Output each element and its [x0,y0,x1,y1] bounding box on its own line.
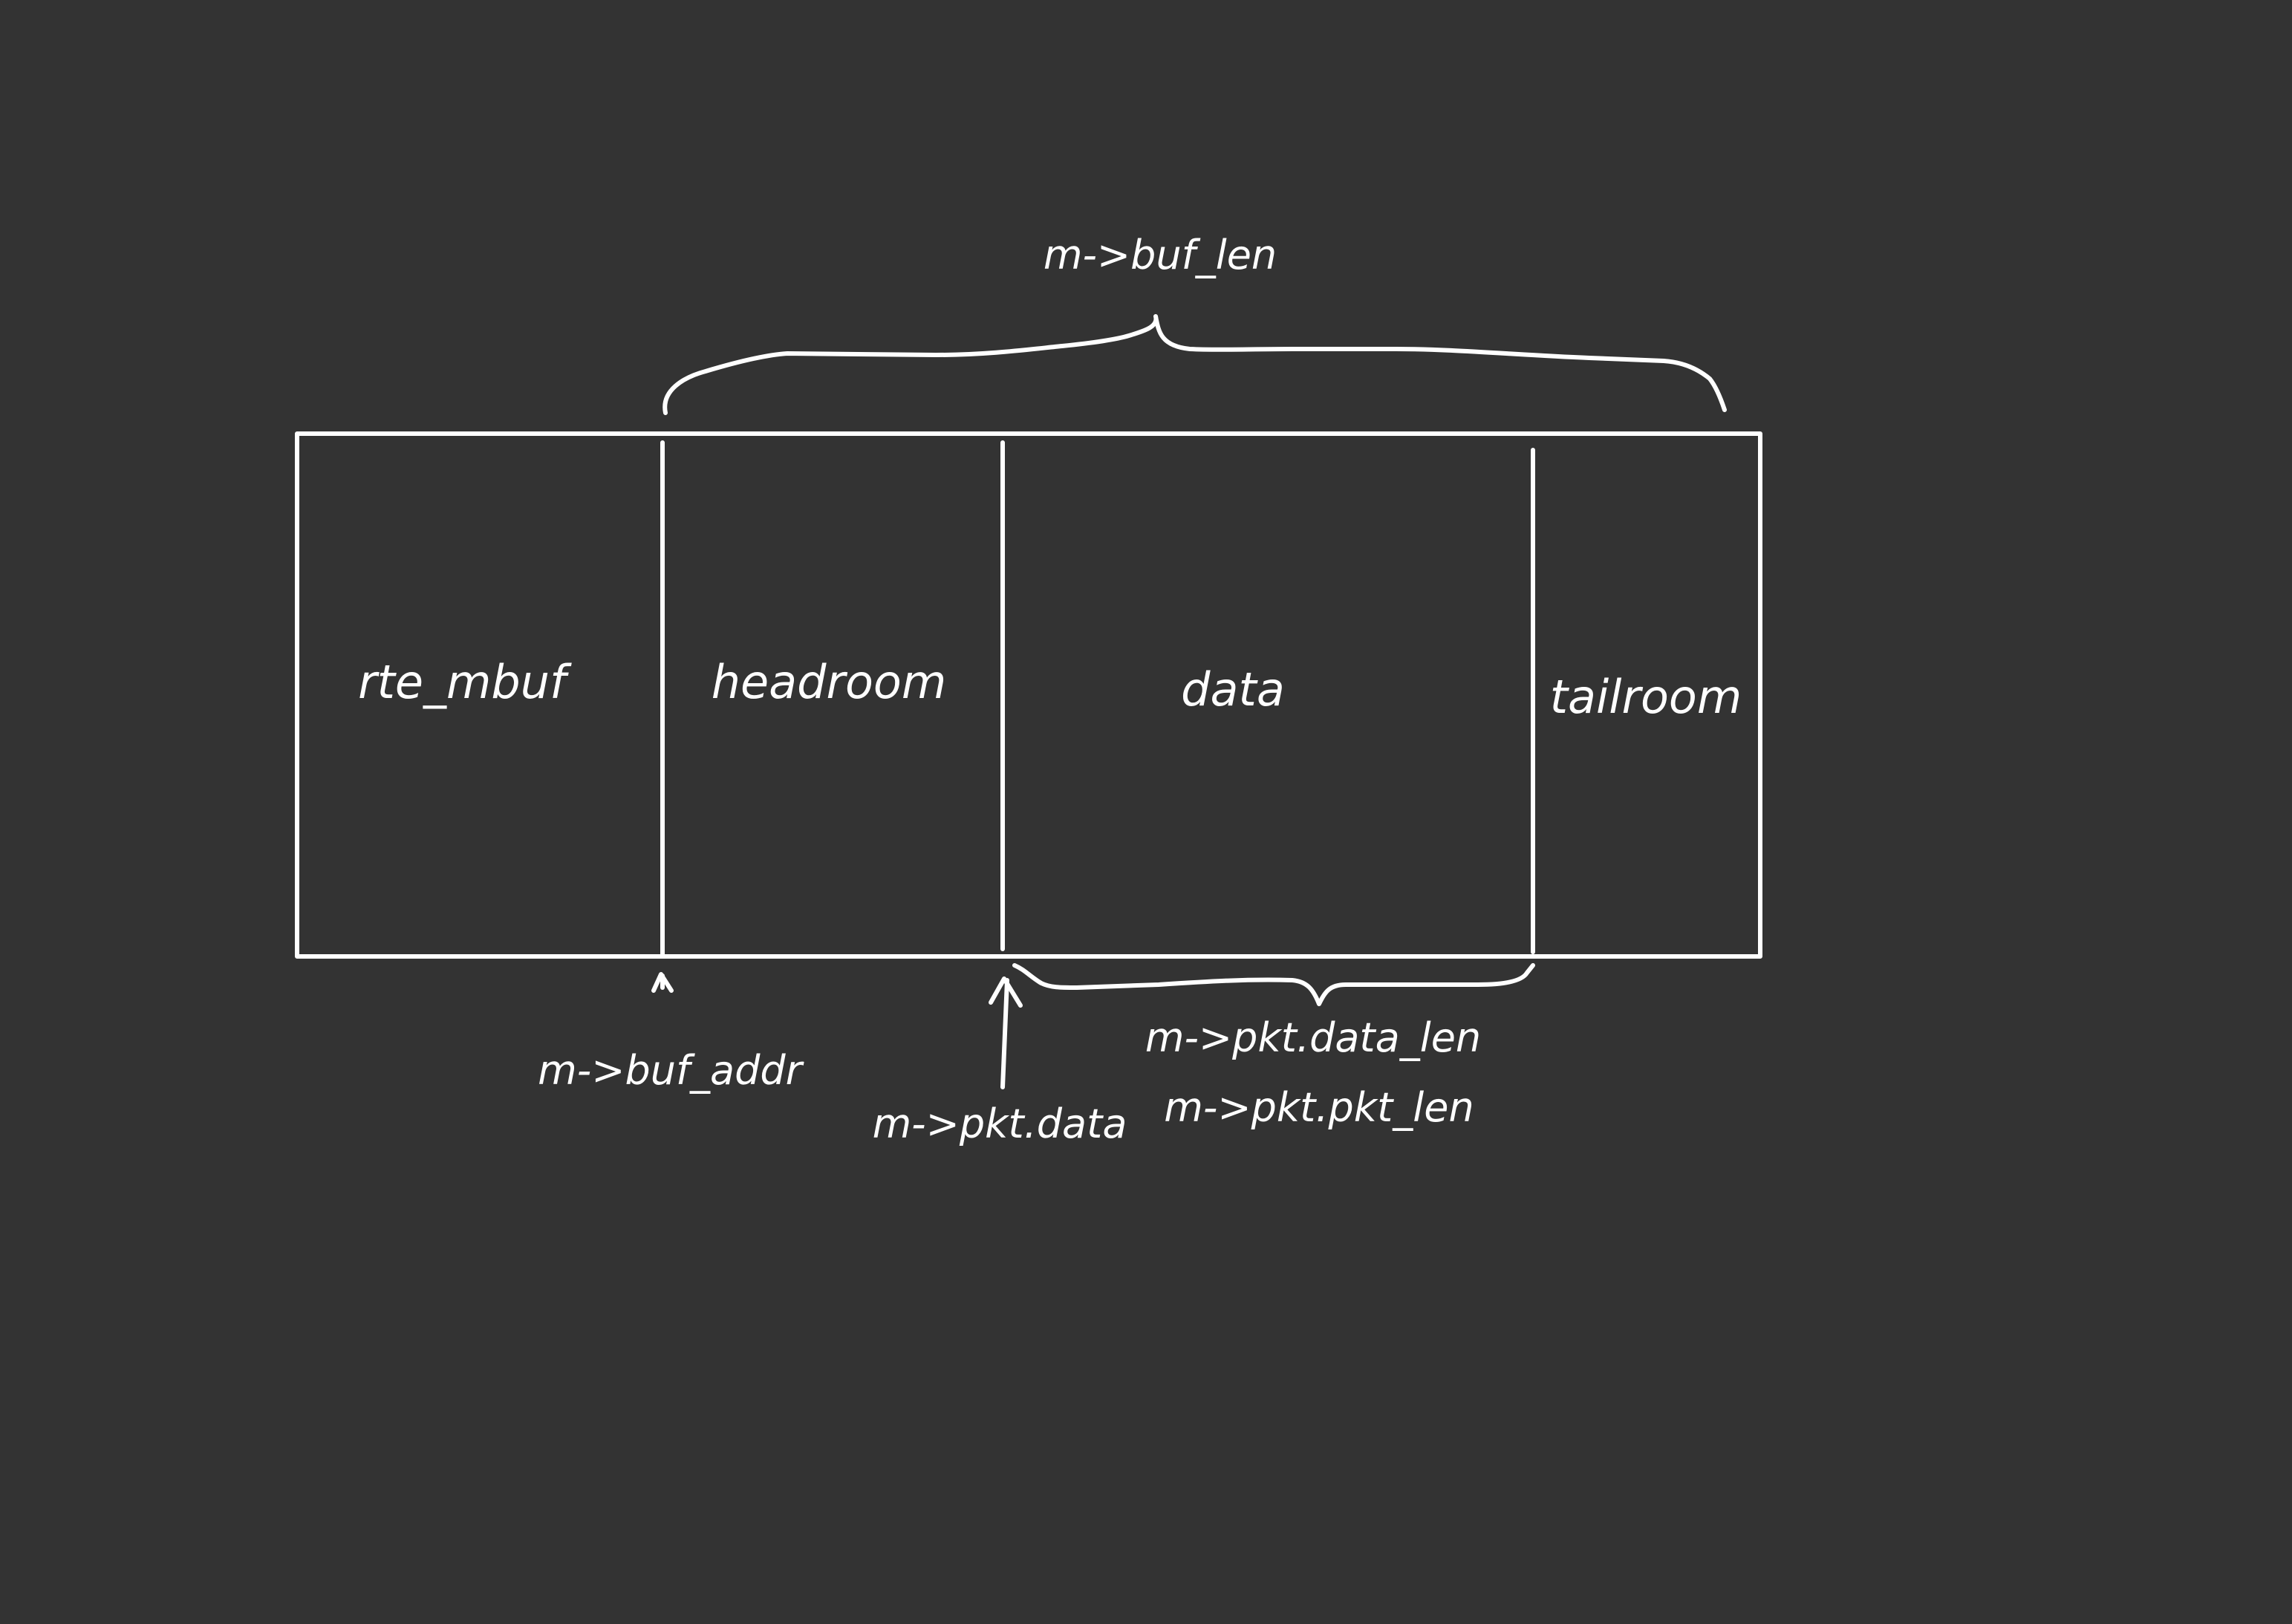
annotation-buf-addr: m->buf_addr [538,1047,804,1094]
annotation-pkt-data-len: m->pkt.data_len [1145,1014,1481,1061]
buf-len-brace [662,314,1727,415]
mbuf-outer-box [295,431,1762,959]
annotation-pkt-data: m->pkt.data [873,1100,1127,1147]
data-len-brace [1012,963,1535,1006]
segment-label-headroom: headroom [712,655,947,709]
segment-label-rte-mbuf: rte_mbuf [358,655,572,709]
annotation-buf-len: m->buf_len [1044,232,1277,278]
segment-label-data: data [1181,662,1285,717]
buf-addr-arrow [651,972,674,993]
segment-label-tailroom: tailroom [1550,670,1742,724]
annotation-pkt-pkt-len: m->pkt.pkt_len [1164,1084,1474,1131]
pkt-data-arrow [989,976,1023,1089]
